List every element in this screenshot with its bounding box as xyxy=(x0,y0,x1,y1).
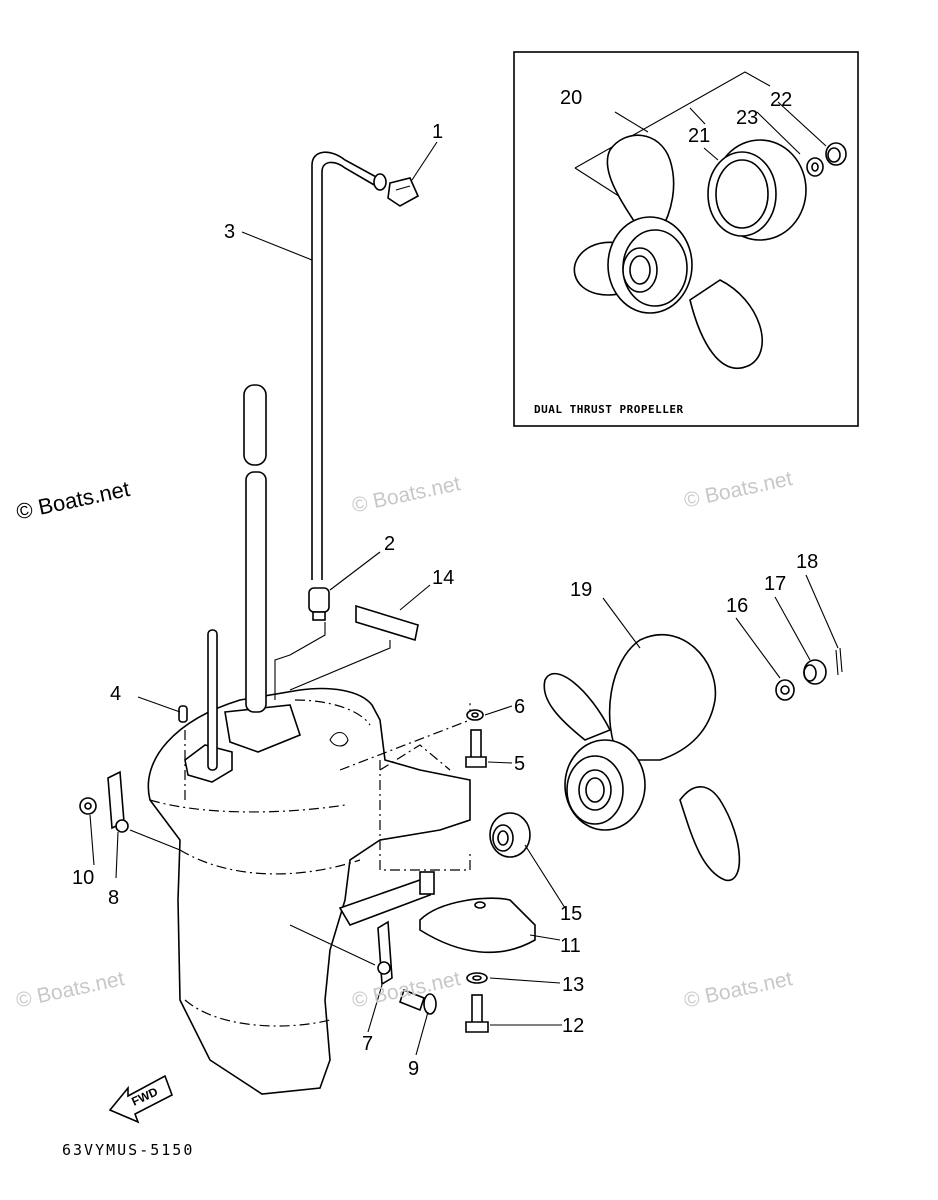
dowel-pin-part-4 xyxy=(178,705,188,723)
part-label-15: 15 xyxy=(560,903,582,925)
part-label-11: 11 xyxy=(560,935,581,957)
part-label-22: 22 xyxy=(770,89,792,111)
lower-casing xyxy=(147,687,471,1095)
propeller-part-19 xyxy=(543,633,741,881)
washer-part-6 xyxy=(466,709,484,721)
inset-title: DUAL THRUST PROPELLER xyxy=(534,403,684,416)
part-label-7: 7 xyxy=(362,1033,373,1055)
bracket-part-8 xyxy=(107,770,181,851)
part-label-9: 9 xyxy=(408,1058,419,1080)
part-label-8: 8 xyxy=(108,887,119,909)
part-label-14: 14 xyxy=(432,567,454,589)
part-label-4: 4 xyxy=(110,683,121,705)
part-label-1: 1 xyxy=(432,121,443,143)
diagram-code: 63VYMUS-5150 xyxy=(62,1141,195,1159)
part-label-6: 6 xyxy=(514,696,525,718)
part-label-21: 21 xyxy=(688,125,710,147)
plate-part-14 xyxy=(289,604,419,691)
part-label-5: 5 xyxy=(514,753,525,775)
thrust-holder-part-15 xyxy=(489,812,531,858)
part-label-20: 20 xyxy=(560,87,582,109)
part-label-10: 10 xyxy=(72,867,94,889)
part-label-16: 16 xyxy=(726,595,748,617)
part-label-19: 19 xyxy=(570,579,592,601)
washer-part-13 xyxy=(466,972,488,984)
part-label-12: 12 xyxy=(562,1015,584,1037)
bolt-part-5 xyxy=(465,729,487,768)
part-label-17: 17 xyxy=(764,573,786,595)
cotter-pin-part-18 xyxy=(835,647,843,676)
part-labels: 1 2 3 4 5 6 7 8 9 10 11 12 13 14 15 16 1… xyxy=(72,87,818,1080)
screw-part-9 xyxy=(399,988,437,1015)
seal-part-2 xyxy=(274,587,330,700)
nut-part-17 xyxy=(803,659,827,685)
dual-thrust-propeller-inset xyxy=(513,51,859,427)
part-label-2: 2 xyxy=(384,533,395,555)
part-label-18: 18 xyxy=(796,551,818,573)
part-label-23: 23 xyxy=(736,107,758,129)
drive-shaft xyxy=(207,384,267,771)
propeller-shaft xyxy=(338,871,435,926)
washer-part-16 xyxy=(775,679,795,701)
part-label-13: 13 xyxy=(562,974,584,996)
leader-lines xyxy=(89,141,839,1056)
part-label-3: 3 xyxy=(224,221,235,243)
fwd-arrow-icon: FWD xyxy=(108,1074,173,1124)
water-tube xyxy=(311,151,387,580)
nut-part-10 xyxy=(79,797,97,815)
bolt-part-12 xyxy=(465,994,489,1033)
bracket-part-7 xyxy=(289,920,393,986)
trim-tab-part-11 xyxy=(419,897,536,954)
grommet-part-1 xyxy=(387,177,420,207)
